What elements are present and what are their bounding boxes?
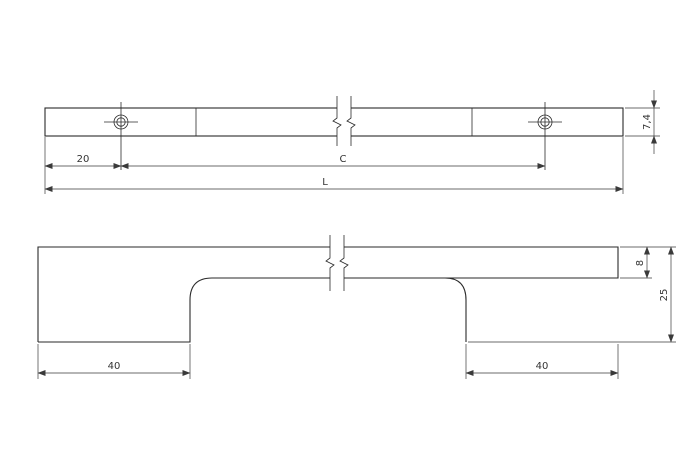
dim-hole-offset-label: 20	[77, 154, 90, 165]
dim-total-height: 25	[659, 246, 674, 343]
side-view-break-symbol	[325, 235, 349, 291]
side-view-profile	[37, 246, 619, 343]
mounting-hole-left	[104, 102, 138, 170]
side-view: 40 40 8 25	[37, 235, 676, 379]
top-view-outline	[44, 107, 624, 137]
dim-total-height-label: 25	[659, 289, 670, 302]
dim-hole-spacing-label: C	[340, 154, 347, 165]
dim-thickness-label: 7,4	[642, 114, 653, 130]
dim-top-height: 8	[635, 246, 650, 279]
dim-hole-spacing: C	[120, 154, 546, 169]
dim-thickness: 7,4	[642, 90, 657, 154]
dim-overall-length: L	[44, 177, 624, 192]
dim-hole-offset: 20	[44, 154, 122, 169]
mounting-hole-right	[528, 102, 562, 170]
dim-top-height-label: 8	[635, 260, 646, 266]
dim-left-leg-label: 40	[108, 361, 121, 372]
top-view: 20 C L 7,4	[44, 90, 660, 194]
dim-left-leg: 40	[37, 361, 191, 376]
dim-right-leg-label: 40	[536, 361, 549, 372]
top-view-break-symbol	[332, 96, 356, 146]
dim-right-leg: 40	[465, 361, 619, 376]
dim-overall-length-label: L	[322, 177, 328, 188]
